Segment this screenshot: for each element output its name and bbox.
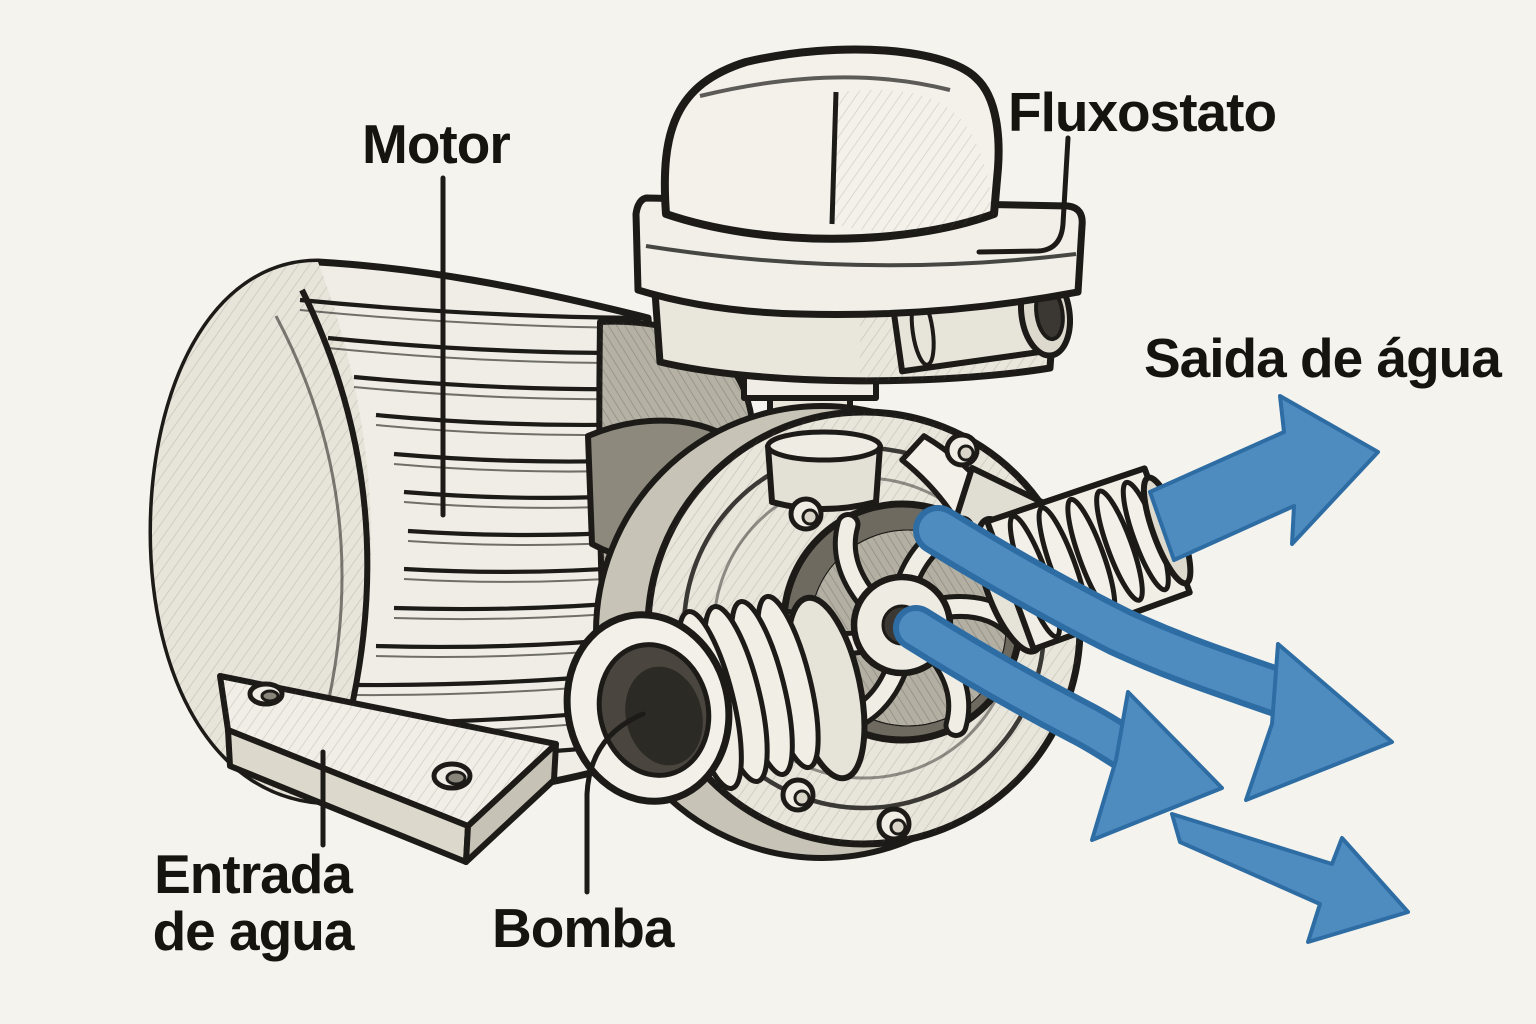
arrow-middle — [1244, 642, 1394, 802]
arrow-lower — [1090, 690, 1224, 842]
label-entrada-line2: de agua — [152, 900, 355, 963]
flange-bolts — [780, 432, 980, 842]
stem-boss — [765, 443, 883, 512]
mounting-base — [217, 673, 559, 865]
inlet-port — [563, 593, 868, 805]
label-entrada-line1: Entrada — [154, 843, 353, 905]
label-entrada-de-agua: Entrada de agua — [128, 843, 378, 963]
label-bomba: Bomba — [492, 897, 674, 959]
arrow-outlet — [1148, 394, 1380, 562]
label-saida-de-agua: Saida de água — [1144, 327, 1502, 389]
leader-fluxostato — [976, 135, 1071, 255]
label-motor: Motor — [362, 113, 511, 175]
water-flow-arrows — [893, 394, 1410, 944]
leader-bomba — [584, 711, 646, 895]
label-fluxostato: Fluxostato — [1008, 81, 1277, 143]
arrow-small — [1170, 812, 1410, 944]
